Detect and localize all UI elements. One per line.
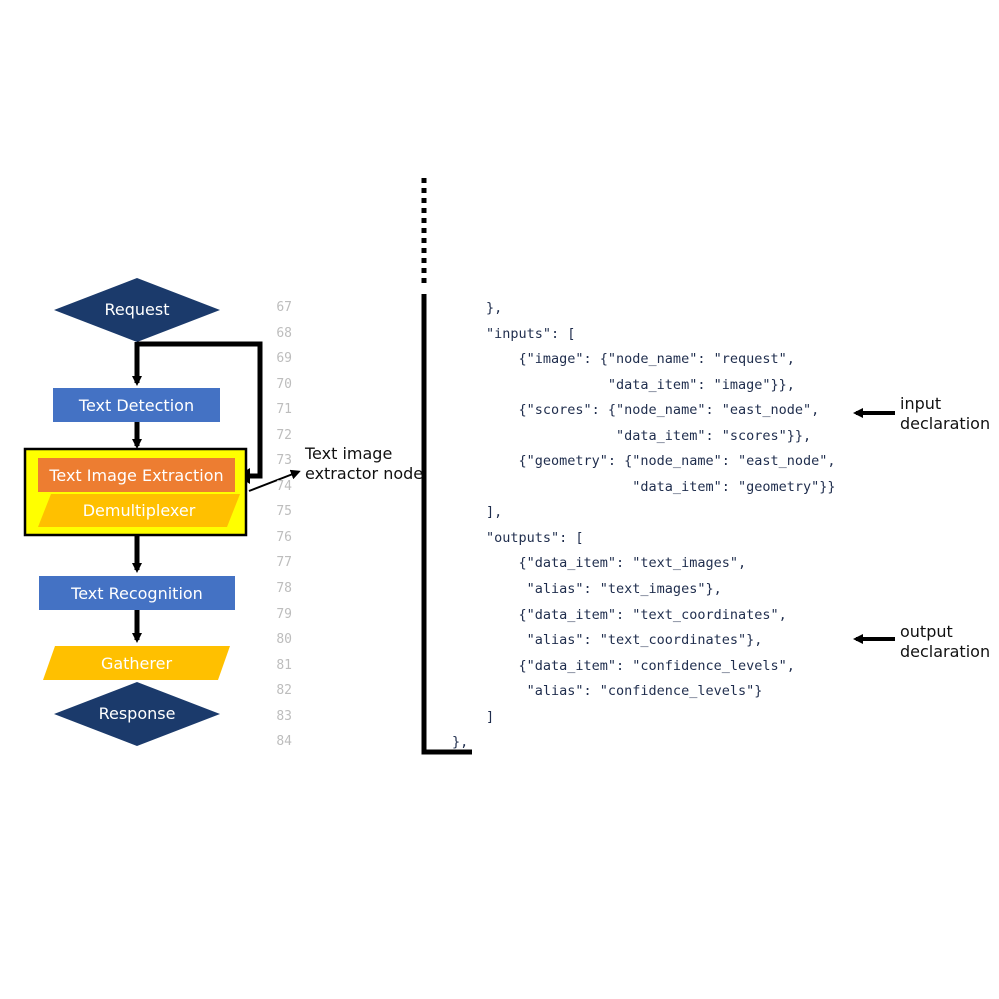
code-line: "outputs": [ bbox=[486, 530, 584, 546]
code-line: }, bbox=[452, 734, 469, 750]
request-label: Request bbox=[104, 300, 170, 319]
input-declaration-label: input declaration bbox=[900, 394, 990, 434]
code-line: }, bbox=[486, 300, 503, 316]
line-number: 72 bbox=[276, 428, 292, 443]
line-number: 73 bbox=[276, 453, 292, 468]
line-number: 81 bbox=[276, 658, 292, 673]
text-detection-label: Text Detection bbox=[78, 396, 195, 415]
line-number: 79 bbox=[276, 607, 292, 622]
line-number: 83 bbox=[276, 709, 292, 724]
line-number: 77 bbox=[276, 555, 292, 570]
gatherer-shape bbox=[43, 646, 230, 680]
code-line: ], bbox=[486, 504, 503, 520]
line-number: 84 bbox=[276, 734, 292, 749]
output-declaration-line-2: declaration bbox=[900, 642, 991, 661]
code-line: {"data_item": "text_images", bbox=[486, 555, 747, 571]
line-number: 70 bbox=[276, 377, 292, 392]
line-number: 80 bbox=[276, 632, 292, 647]
input-declaration-line-2: declaration bbox=[900, 414, 991, 433]
line-number: 68 bbox=[276, 326, 292, 341]
line-number: 82 bbox=[276, 683, 292, 698]
code-line: "alias": "confidence_levels"} bbox=[486, 683, 763, 699]
line-number: 71 bbox=[276, 402, 292, 417]
code-bracket-solid bbox=[421, 294, 472, 755]
line-number: 67 bbox=[276, 300, 292, 315]
response-label: Response bbox=[98, 704, 176, 723]
code-line: "inputs": [ bbox=[486, 326, 576, 342]
text-recognition-box bbox=[39, 576, 235, 610]
line-number: 76 bbox=[276, 530, 292, 545]
callout-line-1: Text image bbox=[305, 444, 393, 463]
demultiplexer-shape bbox=[38, 494, 240, 527]
code-line: "data_item": "scores"}}, bbox=[486, 428, 812, 444]
code-line: "data_item": "geometry"}} bbox=[486, 479, 836, 495]
line-number: 69 bbox=[276, 351, 292, 366]
arrow-request-loop bbox=[137, 341, 263, 479]
gatherer-label: Gatherer bbox=[100, 654, 173, 673]
line-number: 78 bbox=[276, 581, 292, 596]
code-line: {"geometry": {"node_name": "east_node", bbox=[486, 453, 836, 469]
response-diamond bbox=[54, 682, 220, 746]
extractor-node-callout: Text image extractor node bbox=[305, 444, 423, 484]
code-line: "data_item": "image"}}, bbox=[486, 377, 795, 393]
request-diamond bbox=[54, 278, 220, 342]
code-line: "alias": "text_coordinates"}, bbox=[486, 632, 763, 648]
text-image-extraction-box bbox=[38, 458, 235, 492]
output-declaration-label: output declaration bbox=[900, 622, 990, 662]
input-declaration-line-1: input bbox=[900, 394, 942, 413]
callout-pointer bbox=[248, 469, 301, 492]
line-number: 75 bbox=[276, 504, 292, 519]
code-line: {"image": {"node_name": "request", bbox=[486, 351, 795, 367]
demultiplexer-label: Demultiplexer bbox=[82, 501, 196, 520]
callout-line-2: extractor node bbox=[305, 464, 424, 483]
text-detection-box bbox=[53, 388, 220, 422]
code-line: "alias": "text_images"}, bbox=[486, 581, 722, 597]
code-line: {"data_item": "text_coordinates", bbox=[486, 607, 787, 623]
text-image-extraction-label: Text Image Extraction bbox=[49, 466, 224, 485]
output-declaration-line-1: output bbox=[900, 622, 953, 641]
line-number: 74 bbox=[276, 479, 292, 494]
code-line: ] bbox=[486, 709, 495, 725]
code-line: {"data_item": "confidence_levels", bbox=[486, 658, 795, 674]
code-line: {"scores": {"node_name": "east_node", bbox=[486, 402, 820, 418]
text-recognition-label: Text Recognition bbox=[71, 584, 203, 603]
